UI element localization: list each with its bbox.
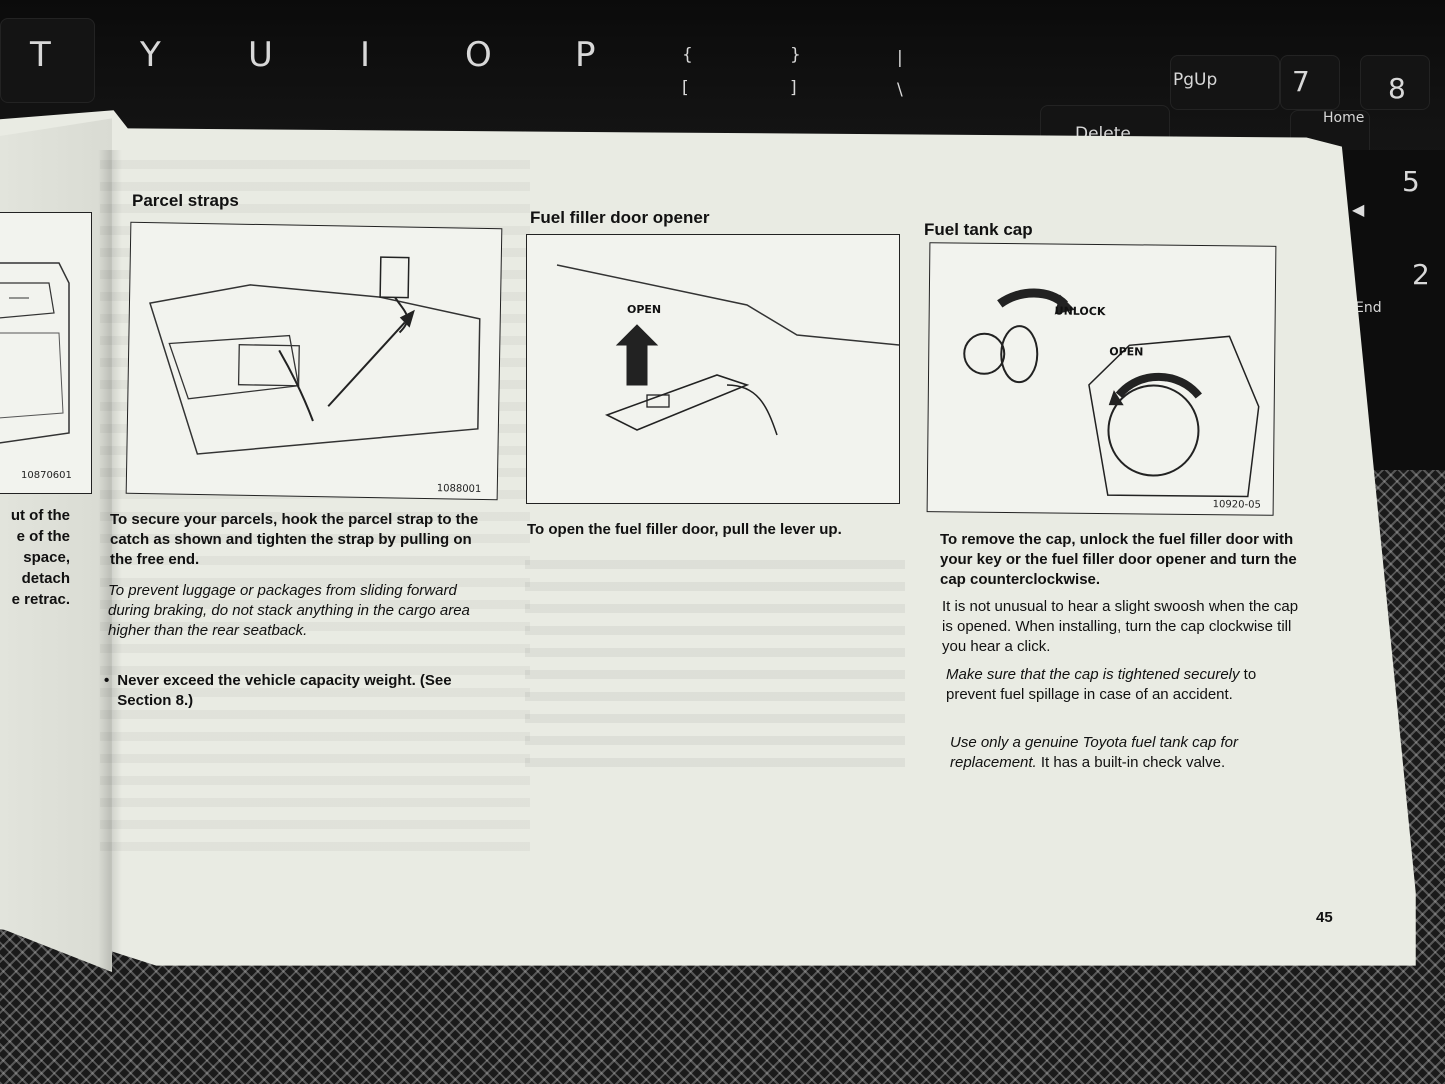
key-5-label: 5	[1402, 165, 1420, 198]
key-7: 7	[1292, 65, 1310, 98]
unlock-label: UNLOCK	[1054, 304, 1106, 319]
fuel-cap-para4-italic: Use only a genuine Toyota fuel tank cap …	[950, 734, 1238, 771]
key-t: T	[30, 35, 51, 75]
key-pipe: |	[897, 48, 903, 68]
key-brace-close: }	[790, 45, 801, 65]
fuel-cap-para3-italic: Make sure that the cap is tightened secu…	[946, 666, 1240, 683]
parcel-para2: To prevent luggage or packages from slid…	[108, 582, 470, 639]
key-bracket-close: ]	[790, 78, 797, 98]
parcel-bullet: • Never exceed the vehicle capacity weig…	[104, 671, 489, 711]
fuel-cap-para1: To remove the cap, unlock the fuel fille…	[940, 531, 1297, 588]
key-backslash: \	[897, 80, 903, 100]
fuel-filler-para: To open the fuel filler door, pull the l…	[527, 521, 842, 538]
fuel-cap-para4: Use only a genuine Toyota fuel tank cap …	[950, 733, 1318, 773]
keycap	[0, 18, 95, 103]
key-u: U	[248, 35, 273, 75]
parcel-para1: To secure your parcels, hook the parcel …	[110, 511, 479, 568]
key-8: 8	[1388, 72, 1406, 105]
lever-illustration	[556, 264, 900, 436]
text-line: e retrac.	[11, 591, 70, 608]
key-2-label: 2	[1412, 258, 1430, 291]
fuel-filler-figure: OPEN	[526, 234, 900, 504]
show-through-text-2	[525, 560, 905, 780]
parcel-straps-heading: Parcel straps	[132, 191, 239, 210]
left-partial-text: ut of the e of the space, detach e retra…	[0, 505, 70, 610]
text-line: space,	[23, 549, 70, 566]
key-y: Y	[140, 35, 161, 75]
key-brace-open: {	[682, 45, 693, 65]
fuel-filler-heading: Fuel filler door opener	[530, 208, 710, 227]
left-arrow-icon: ◀	[1352, 202, 1365, 219]
parcel-straps-figure: 1088001	[125, 221, 503, 501]
bullet-icon: •	[104, 672, 110, 689]
trunk-illustration	[0, 262, 70, 444]
left-partial-figure: 10870601	[0, 212, 92, 494]
parcel-strap-illustration	[149, 256, 481, 455]
figure-id: 10870601	[21, 470, 72, 481]
figure-id: 1088001	[436, 483, 482, 495]
fuel-cap-para3-rest: to prevent fuel spillage in case of an a…	[946, 666, 1257, 703]
parcel-bullet-text: Never exceed the vehicle capacity weight…	[117, 672, 452, 709]
keycap	[1170, 55, 1280, 110]
key-p: P	[575, 35, 596, 75]
key-home: Home	[1323, 110, 1365, 126]
keycap	[1280, 55, 1340, 110]
open-label: OPEN	[1109, 345, 1144, 359]
text-line: e of the	[16, 528, 70, 545]
key-pgup: PgUp	[1173, 70, 1218, 90]
key-bracket-open: [	[682, 78, 689, 98]
open-label: OPEN	[627, 303, 662, 316]
key-o: O	[465, 35, 492, 75]
key-end-label: End	[1355, 300, 1382, 316]
fuel-tank-cap-heading: Fuel tank cap	[924, 220, 1033, 239]
booklet-gutter	[98, 150, 122, 970]
fuel-cap-illustration	[963, 288, 1260, 498]
fuel-cap-para2: It is not unusual to hear a slight swoos…	[942, 598, 1299, 655]
figure-id: 10920-05	[1212, 499, 1261, 511]
fuel-tank-cap-figure: UNLOCK OPEN 10920-05	[926, 242, 1277, 516]
fuel-cap-para3: Make sure that the cap is tightened secu…	[946, 665, 1308, 705]
text-line: detach	[21, 570, 70, 587]
fuel-cap-para4-rest: It has a built-in check valve.	[1040, 754, 1226, 771]
text-line: ut of the	[10, 507, 70, 524]
page-number: 45	[1316, 909, 1333, 926]
keycap	[1360, 55, 1430, 110]
key-i: I	[360, 35, 371, 75]
